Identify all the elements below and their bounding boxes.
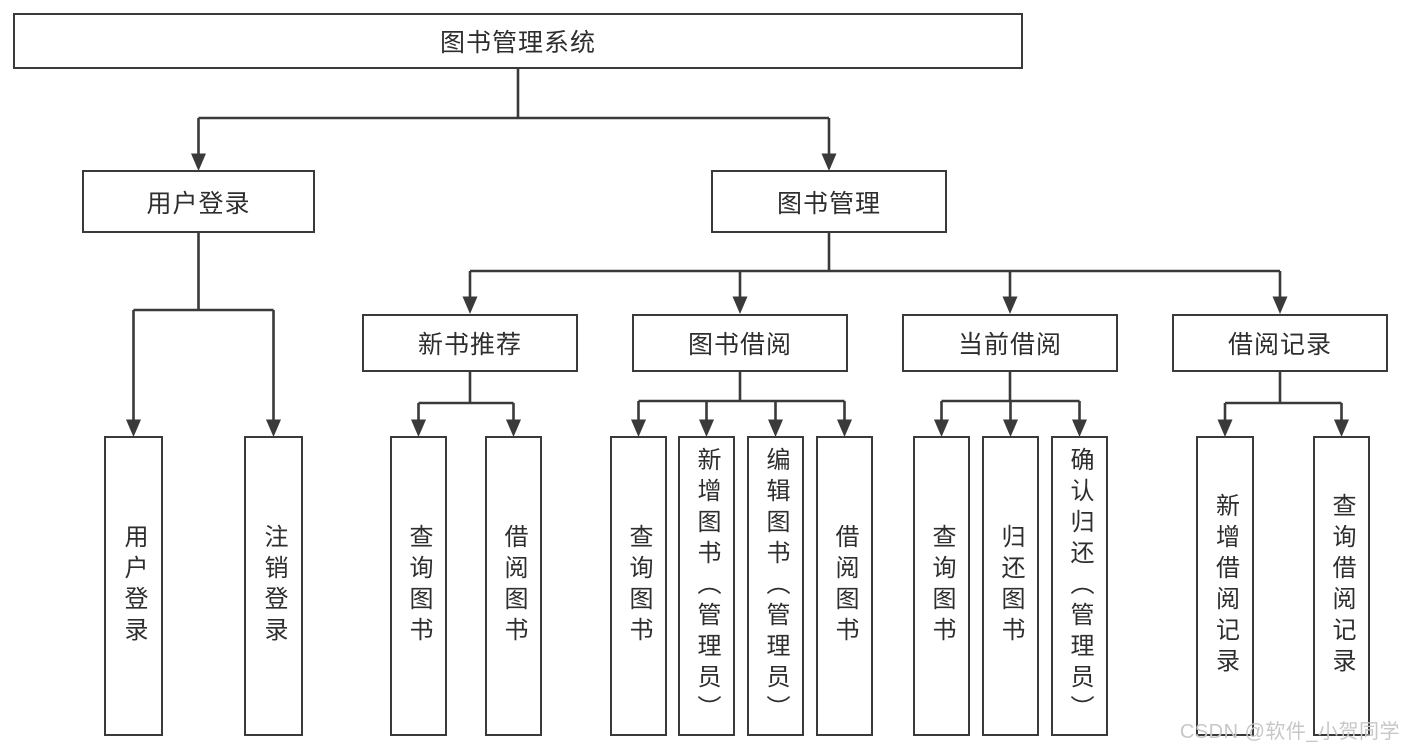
arrowhead: [462, 296, 478, 314]
leaf-query-books-recommend: 查询图书: [390, 436, 447, 736]
leaf-confirm-return-admin: 确认归还（管理员）: [1051, 436, 1108, 736]
leaf-return-book: 归还图书: [982, 436, 1039, 736]
leaf-query-borrow-record: 查询借阅记录: [1313, 436, 1370, 736]
leaf-query-books-current: 查询图书: [913, 436, 970, 736]
arrowhead: [821, 153, 837, 171]
arrowhead: [1003, 419, 1018, 437]
arrowhead: [1002, 296, 1018, 314]
arrowhead: [699, 419, 714, 437]
arrowhead: [506, 419, 521, 437]
edges-root-to-level2: [191, 69, 837, 171]
leaf-add-book-admin: 新增图书（管理员）: [678, 436, 735, 736]
leaf-add-borrow-record: 新增借阅记录: [1196, 436, 1254, 736]
leaf-borrow-books-recommend: 借阅图书: [485, 436, 542, 736]
arrowhead: [934, 419, 949, 437]
arrowhead: [732, 296, 748, 314]
arrowhead: [411, 419, 426, 437]
edges-user-login-group: [126, 233, 281, 437]
arrowhead: [1217, 419, 1233, 437]
leaf-borrow-books: 借阅图书: [816, 436, 873, 736]
node-borrow-records: 借阅记录: [1172, 314, 1388, 372]
edges-book-management-to-level3: [462, 233, 1288, 314]
node-new-book-recommend: 新书推荐: [362, 314, 578, 372]
csdn-watermark: CSDN @软件_小贺同学: [1179, 721, 1400, 743]
node-user-login: 用户登录: [82, 170, 315, 233]
node-book-borrow: 图书借阅: [632, 314, 848, 372]
arrowhead: [768, 419, 783, 437]
edges-new-book-recommend-group: [411, 372, 521, 437]
edges-current-borrow-group: [934, 372, 1087, 437]
arrowhead: [126, 419, 141, 437]
leaf-edit-book-admin: 编辑图书（管理员）: [747, 436, 804, 736]
edges-borrow-records-group: [1217, 372, 1349, 437]
leaf-user-login: 用户登录: [104, 436, 163, 736]
arrowhead: [191, 153, 206, 171]
leaf-logout-login: 注销登录: [244, 436, 303, 736]
node-book-management: 图书管理: [711, 170, 947, 233]
leaf-query-books-borrow: 查询图书: [610, 436, 667, 736]
node-current-borrow: 当前借阅: [902, 314, 1118, 372]
arrowhead: [266, 419, 281, 437]
arrowhead: [1272, 296, 1288, 314]
arrowhead: [1334, 419, 1349, 437]
edges-book-borrow-group: [631, 372, 852, 437]
arrowhead: [837, 419, 852, 437]
node-root-library-system: 图书管理系统: [13, 13, 1023, 69]
arrowhead: [1072, 419, 1087, 437]
arrowhead: [631, 419, 646, 437]
